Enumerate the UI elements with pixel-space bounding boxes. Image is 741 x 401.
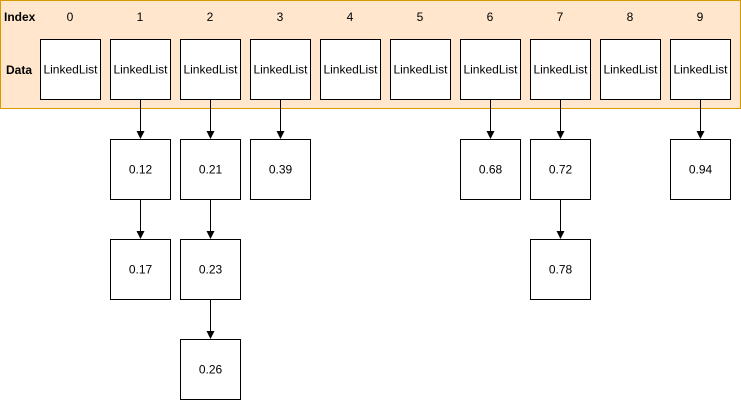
index-label-8: 8 — [627, 10, 634, 24]
index-label-5: 5 — [417, 10, 424, 24]
node-value-1-1: 0.17 — [129, 263, 153, 277]
index-header-label: Index — [4, 10, 36, 24]
index-label-1: 1 — [137, 10, 144, 24]
data-header-label: Data — [6, 63, 32, 77]
bucket-label-1: LinkedList — [113, 63, 168, 77]
bucket-box-3 — [250, 39, 311, 100]
index-label-3: 3 — [277, 10, 284, 24]
bucket-label-7: LinkedList — [533, 63, 588, 77]
index-label-9: 9 — [697, 10, 704, 24]
bucket-box-8 — [600, 39, 661, 100]
node-value-1-0: 0.12 — [129, 163, 153, 177]
index-label-7: 7 — [557, 10, 564, 24]
node-box-1-1 — [110, 239, 171, 300]
bucket-label-3: LinkedList — [253, 63, 308, 77]
node-value-9-0: 0.94 — [689, 163, 713, 177]
bucket-box-4 — [320, 39, 381, 100]
node-box-2-1 — [180, 239, 241, 300]
node-value-6-0: 0.68 — [479, 163, 503, 177]
node-box-7-0 — [530, 139, 591, 200]
bucket-box-7 — [530, 39, 591, 100]
node-box-9-0 — [670, 139, 731, 200]
bucket-box-2 — [180, 39, 241, 100]
node-box-2-0 — [180, 139, 241, 200]
bucket-row: LinkedList LinkedList LinkedList LinkedList… — [40, 39, 731, 100]
chains: 0.12 0.17 0.21 0.23 0.26 0.39 0.68 0.72 0.78 0.94 — [110, 100, 731, 400]
index-label-0: 0 — [67, 10, 74, 24]
node-box-6-0 — [460, 139, 521, 200]
node-value-2-2: 0.26 — [199, 363, 223, 377]
bucket-label-8: LinkedList — [603, 63, 658, 77]
bucket-label-6: LinkedList — [463, 63, 518, 77]
bucket-label-4: LinkedList — [323, 63, 378, 77]
node-box-7-1 — [530, 239, 591, 300]
node-value-2-1: 0.23 — [199, 263, 223, 277]
node-box-1-0 — [110, 139, 171, 200]
node-value-7-1: 0.78 — [549, 263, 573, 277]
node-box-3-0 — [250, 139, 311, 200]
bucket-box-5 — [390, 39, 451, 100]
bucket-label-5: LinkedList — [393, 63, 448, 77]
bucket-label-2: LinkedList — [183, 63, 238, 77]
bucket-box-6 — [460, 39, 521, 100]
bucket-box-1 — [110, 39, 171, 100]
node-value-7-0: 0.72 — [549, 163, 573, 177]
node-value-3-0: 0.39 — [269, 163, 293, 177]
bucket-label-9: LinkedList — [673, 63, 728, 77]
bucket-label-0: LinkedList — [43, 63, 98, 77]
bucket-box-9 — [670, 39, 731, 100]
index-label-2: 2 — [207, 10, 214, 24]
index-label-4: 4 — [347, 10, 354, 24]
bucket-box-0 — [40, 39, 101, 100]
index-row: 0 1 2 3 4 5 6 7 8 9 — [67, 10, 704, 24]
index-label-6: 6 — [487, 10, 494, 24]
node-box-2-2 — [180, 339, 241, 400]
node-value-2-0: 0.21 — [199, 163, 223, 177]
